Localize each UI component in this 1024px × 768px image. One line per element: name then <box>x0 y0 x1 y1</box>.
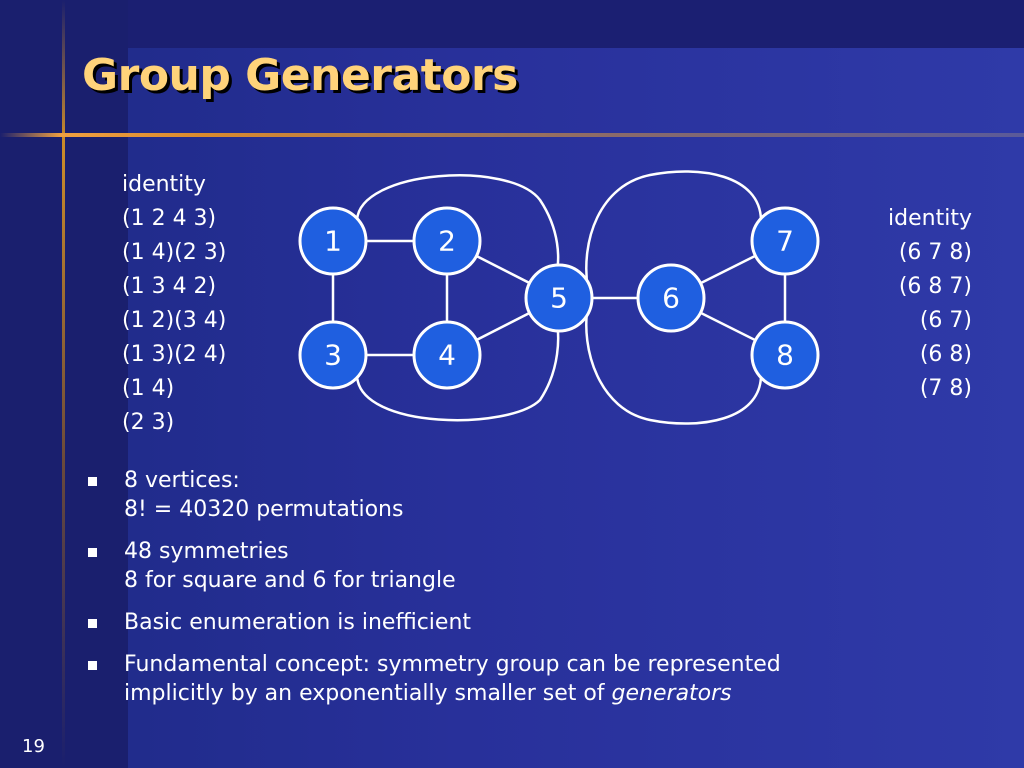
bullet-line: 48 symmetries <box>124 539 289 564</box>
slide-number: 19 <box>22 736 45 757</box>
bullet-line: 8 vertices: <box>124 468 240 493</box>
node-6-label: 6 <box>662 282 680 315</box>
edge-3-5-curve <box>355 319 560 422</box>
right-permutation: (6 8 7) <box>898 274 972 299</box>
vertical-accent-line <box>62 0 65 768</box>
node-1: 1 <box>298 206 368 276</box>
bullet-item: Fundamental concept: symmetry group can … <box>86 650 986 708</box>
left-permutation: identity <box>122 172 206 197</box>
node-4: 4 <box>412 320 482 390</box>
right-permutation: (6 8) <box>919 342 972 367</box>
right-permutation: (7 8) <box>919 376 972 401</box>
node-3-label: 3 <box>324 339 342 372</box>
bullet-line: Basic enumeration is inefficient <box>124 610 472 635</box>
bullet-line: implicitly by an exponentially smaller s… <box>124 679 986 708</box>
node-3: 3 <box>298 320 368 390</box>
bullet-item: Basic enumeration is inefficient <box>86 608 986 637</box>
node-7-circle <box>750 206 820 276</box>
node-1-circle <box>298 206 368 276</box>
left-permutation: (1 2 4 3) <box>122 206 217 231</box>
bullet-text: implicitly by an exponentially smaller s… <box>124 681 612 706</box>
bullet-line: 8! = 40320 permutations <box>124 497 404 522</box>
node-4-circle <box>412 320 482 390</box>
node-5: 5 <box>524 263 594 333</box>
slide-title: Group Generators <box>82 50 518 101</box>
bullet-line: Fundamental concept: symmetry group can … <box>124 652 781 677</box>
emphasis-text: generators <box>611 681 732 706</box>
node-8-label: 8 <box>776 339 794 372</box>
left-permutation: (1 4) <box>122 376 175 401</box>
bullet-item: 8 vertices: 8! = 40320 permutations <box>86 466 986 524</box>
node-5-label: 5 <box>550 282 568 315</box>
node-8: 8 <box>750 320 820 390</box>
edge-6-8-curve <box>585 304 763 425</box>
square-bullet-icon <box>88 477 97 486</box>
square-bullet-icon <box>88 548 97 557</box>
bullet-line: 8 for square and 6 for triangle <box>124 568 456 593</box>
node-3-circle <box>298 320 368 390</box>
right-permutation: (6 7) <box>919 308 972 333</box>
edge-6-7-curve <box>585 170 763 291</box>
node-5-circle <box>524 263 594 333</box>
left-permutation: (1 4)(2 3) <box>122 240 227 265</box>
left-permutation: (2 3) <box>122 410 175 435</box>
node-6: 6 <box>636 263 706 333</box>
right-permutation-list: identity (6 7 8) (6 8 7) (6 7) (6 8) (7 … <box>888 202 972 406</box>
left-permutation-list: identity (1 2 4 3) (1 4)(2 3) (1 3 4 2) … <box>122 168 226 440</box>
square-bullet-icon <box>88 619 97 628</box>
node-8-circle <box>750 320 820 390</box>
node-7: 7 <box>750 206 820 276</box>
square-bullet-icon <box>88 661 97 670</box>
bullet-item: 48 symmetries 8 for square and 6 for tri… <box>86 537 986 595</box>
left-permutation: (1 3 4 2) <box>122 274 217 299</box>
node-2: 2 <box>412 206 482 276</box>
node-2-label: 2 <box>438 225 456 258</box>
top-band <box>0 0 1024 48</box>
left-permutation: (1 3)(2 4) <box>122 342 227 367</box>
left-permutation: (1 2)(3 4) <box>122 308 227 333</box>
bullet-list: 8 vertices: 8! = 40320 permutations 48 s… <box>86 466 986 721</box>
node-6-circle <box>636 263 706 333</box>
node-1-label: 1 <box>324 225 342 258</box>
right-permutation: identity <box>888 206 972 231</box>
node-7-label: 7 <box>776 225 794 258</box>
edge-1-5-curve <box>355 174 560 276</box>
horizontal-accent-line <box>0 133 1024 137</box>
node-2-circle <box>412 206 482 276</box>
right-permutation: (6 7 8) <box>898 240 972 265</box>
node-4-label: 4 <box>438 339 456 372</box>
